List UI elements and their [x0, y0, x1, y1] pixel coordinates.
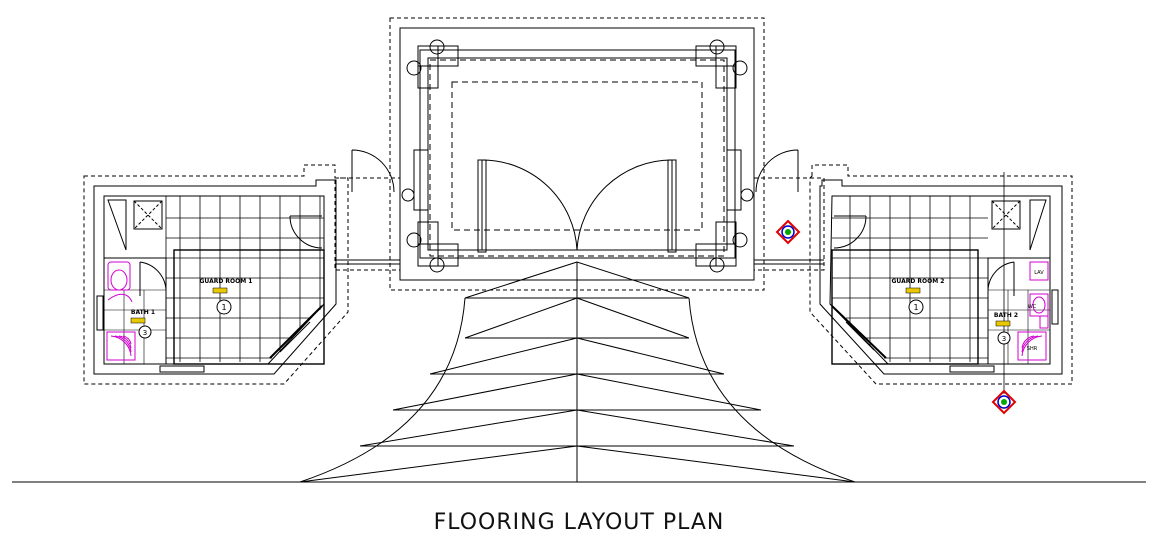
main-gate — [477, 159, 677, 253]
drawing-title: FLOORING LAYOUT PLAN — [433, 510, 725, 535]
corner-column — [406, 221, 459, 273]
room-number-bath-2: 3 — [1002, 335, 1006, 343]
room-tag-bath-2: BATH 2 3 — [994, 312, 1018, 345]
room-label-guard-2: GUARD ROOM 2 — [891, 278, 944, 285]
fixture-label-wc: WC — [1028, 304, 1037, 310]
room-tag-guard-1: GUARD ROOM 1 1 — [199, 278, 253, 315]
room-number-tag-icon — [130, 317, 146, 324]
fixture-label-shower: SHR — [1027, 346, 1038, 352]
room-number-guard-2: 1 — [913, 303, 918, 312]
room-number-tag-icon — [905, 287, 921, 294]
central-pavilion — [389, 17, 765, 291]
walkway-left — [334, 149, 401, 271]
room-number-guard-1: 1 — [221, 303, 226, 312]
corner-column — [695, 221, 748, 273]
room-label-guard-1: GUARD ROOM 1 — [199, 278, 252, 285]
room-number-tag-icon — [995, 320, 1011, 327]
room-tag-guard-2: GUARD ROOM 2 1 — [891, 278, 945, 315]
corner-column — [695, 39, 748, 89]
room-label-bath-1: BATH 1 — [131, 309, 155, 316]
fixture-label-lav: LAV — [1034, 270, 1044, 276]
corner-column — [406, 39, 459, 89]
bath-2-fixtures — [1017, 261, 1049, 361]
bath-1-fixtures — [106, 261, 136, 361]
room-label-bath-2: BATH 2 — [994, 312, 1018, 319]
guard-house-left — [83, 164, 349, 385]
room-number-tag-icon — [212, 287, 228, 294]
walkway-right — [753, 149, 825, 271]
section-marker-icon — [775, 219, 801, 245]
section-marker-icon — [991, 389, 1017, 415]
entrance-steps — [299, 261, 856, 483]
guard-house-right — [809, 164, 1073, 394]
room-tag-bath-1: BATH 1 3 — [130, 309, 155, 339]
room-number-bath-1: 3 — [143, 329, 147, 337]
